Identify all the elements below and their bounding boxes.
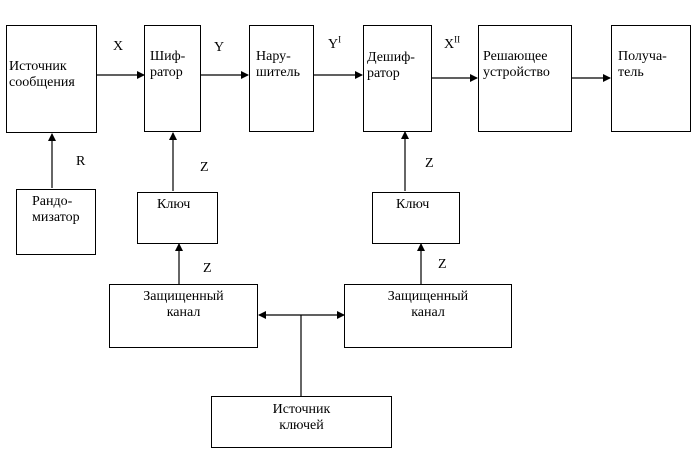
left-secure-channel-block: Защищенный канал <box>109 284 258 348</box>
right-secure-channel-label: Защищенный канал <box>387 289 469 320</box>
receiver-block: Получа- тель <box>611 25 691 132</box>
intruder-label: Нару- шитель <box>256 49 300 80</box>
receiver-label: Получа- тель <box>618 49 667 80</box>
randomizer-label: Рандо- мизатор <box>32 194 80 225</box>
signal-z-decryptor-label: Z <box>425 156 434 171</box>
signal-z-left-channel-label: Z <box>203 261 212 276</box>
left-secure-channel-label: Защищенный канал <box>143 289 224 320</box>
message-source-label: Источник сообщения <box>9 59 75 90</box>
left-key-label: Ключ <box>157 197 191 212</box>
signal-y-prime-label: YI <box>328 35 341 52</box>
decision-device-block: Решающее устройство <box>478 25 572 132</box>
encryptor-label: Шиф- ратор <box>150 49 186 80</box>
signal-x-double-prime-letter: X <box>444 37 455 52</box>
right-key-label: Ключ <box>396 197 430 212</box>
key-source-block: Источник ключей <box>211 396 392 448</box>
signal-r-label: R <box>76 154 86 169</box>
right-secure-channel-block: Защищенный канал <box>344 284 512 348</box>
message-source-block: Источник сообщения <box>6 25 97 133</box>
left-key-block: Ключ <box>137 192 218 244</box>
signal-x-double-prime-label: XII <box>444 35 460 52</box>
signal-z-encryptor-label: Z <box>200 160 209 175</box>
randomizer-block: Рандо- мизатор <box>16 189 96 255</box>
right-key-block: Ключ <box>372 192 460 244</box>
signal-y-label: Y <box>214 40 225 55</box>
encryptor-block: Шиф- ратор <box>144 25 201 132</box>
signal-y-prime-mark: I <box>338 34 342 45</box>
key-source-label: Источник ключей <box>272 402 331 433</box>
decryptor-label: Дешиф- ратор <box>367 50 415 81</box>
decryptor-block: Дешиф- ратор <box>363 25 432 132</box>
signal-z-right-channel-label: Z <box>438 257 447 272</box>
intruder-block: Нару- шитель <box>249 25 314 132</box>
decision-device-label: Решающее устройство <box>483 49 550 80</box>
signal-y-prime-letter: Y <box>328 37 339 52</box>
signal-x-label: X <box>113 39 124 54</box>
signal-x-double-prime-mark: II <box>454 34 461 45</box>
